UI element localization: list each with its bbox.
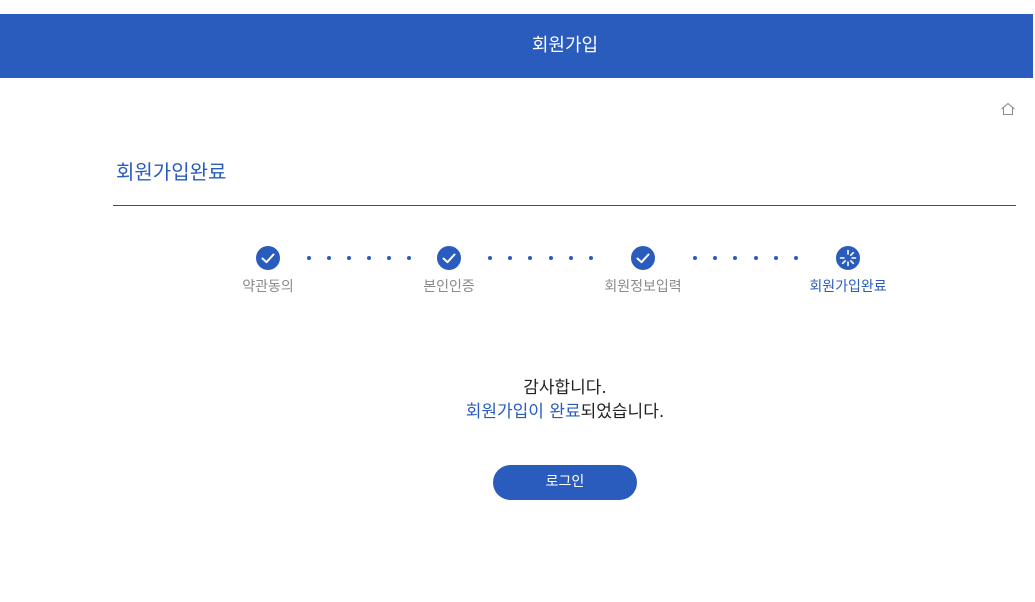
- home-button[interactable]: [1000, 101, 1016, 117]
- step-circle: [256, 246, 280, 270]
- step-label: 약관동의: [242, 279, 294, 295]
- home-icon: [1001, 102, 1015, 116]
- step-signup-complete: 회원가입완료: [778, 246, 918, 296]
- connector-dot: [693, 256, 697, 260]
- thank-you-text: 감사합니다.: [523, 378, 607, 398]
- connector-dot: [733, 256, 738, 260]
- completion-message: 감사합니다. 회원가입이 완료되었습니다.: [365, 376, 765, 424]
- step-circle: [631, 246, 655, 270]
- step-identity-verification: 본인인증: [379, 246, 519, 296]
- connector-dot: [488, 256, 492, 260]
- step-connector: [693, 256, 798, 260]
- step-label: 회원정보입력: [604, 279, 682, 295]
- connector-dot: [407, 256, 411, 260]
- title-divider: [113, 205, 1016, 206]
- connector-dot: [347, 256, 351, 260]
- connector-dot: [528, 256, 533, 260]
- step-member-info: 회원정보입력: [573, 246, 713, 296]
- loading-icon: [839, 249, 857, 267]
- connector-dot: [713, 256, 718, 260]
- connector-dot: [548, 256, 553, 260]
- step-connector: [488, 256, 593, 260]
- connector-dot: [773, 256, 778, 260]
- header-bar: 회원가입: [0, 14, 1033, 78]
- connector-dot: [508, 256, 513, 260]
- connector-dot: [753, 256, 758, 260]
- page-title: 회원가입완료: [116, 160, 227, 184]
- login-button[interactable]: 로그인: [493, 465, 637, 500]
- check-icon: [442, 253, 456, 264]
- completion-highlight: 회원가입이 완료: [465, 402, 581, 422]
- check-icon: [636, 253, 650, 264]
- completion-rest: 되었습니다.: [580, 402, 665, 422]
- connector-dot: [367, 256, 371, 260]
- check-icon: [261, 253, 275, 264]
- completion-text: 회원가입이 완료되었습니다.: [365, 400, 765, 424]
- connector-dot: [387, 256, 391, 260]
- connector-dot: [588, 256, 593, 260]
- connector-dot: [327, 256, 331, 260]
- header-title: 회원가입: [531, 35, 599, 56]
- connector-dot: [793, 256, 798, 260]
- step-circle: [836, 246, 860, 270]
- step-label: 회원가입완료: [809, 279, 887, 295]
- step-label: 본인인증: [423, 279, 475, 295]
- connector-dot: [568, 256, 573, 260]
- step-terms-agreement: 약관동의: [198, 246, 338, 296]
- connector-dot: [307, 256, 311, 260]
- step-circle: [437, 246, 461, 270]
- step-connector: [307, 256, 411, 260]
